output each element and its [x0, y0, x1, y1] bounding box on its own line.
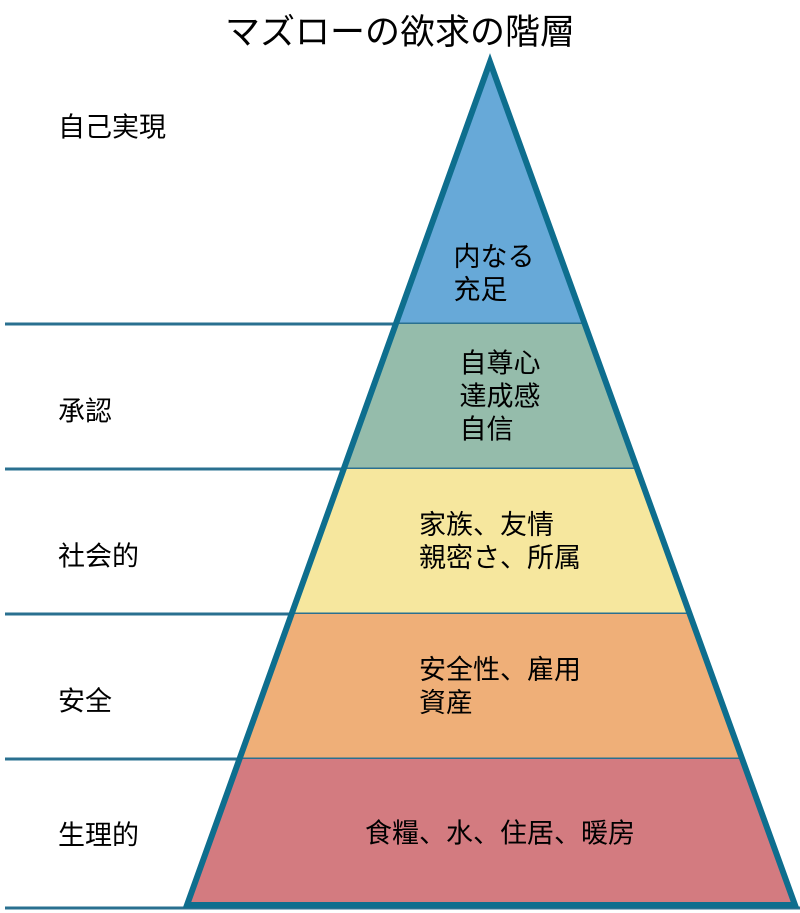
tier-level-label: 安全 — [58, 686, 112, 717]
pyramid-outline — [182, 53, 800, 908]
pyramid-tier-0 — [395, 62, 585, 324]
tier-level-label: 生理的 — [58, 820, 139, 852]
tier-description-line: 資産 — [419, 687, 473, 719]
tier-level-label: 社会的 — [58, 541, 139, 572]
diagram-title: マズローの欲求の階層 — [224, 13, 575, 53]
tier-description-line: 自信 — [459, 414, 514, 445]
tier-description: 安全性、雇用資産 — [419, 654, 581, 720]
tier-description-line: 食糧、水、住居、暖房 — [365, 818, 635, 850]
pyramid-tier-1 — [343, 324, 638, 469]
tier-description: 内なる充足 — [454, 241, 535, 307]
tier-description: 自尊心達成感自信 — [460, 347, 541, 446]
tier-description-line: 親密さ、所属 — [419, 542, 581, 574]
tier-description: 食糧、水、住居、暖房 — [365, 818, 635, 851]
tier-description-line: 安全性、雇用 — [419, 654, 581, 686]
tier-level-label: 自己実現 — [58, 112, 166, 144]
pyramid-tier-2 — [291, 469, 690, 614]
pyramid-tier-3 — [239, 614, 743, 759]
tier-description-line: 家族、友情 — [419, 509, 554, 541]
tier-description-line: 達成感 — [459, 381, 541, 412]
pyramid-tier-4 — [187, 759, 795, 905]
tier-description: 家族、友情親密さ、所属 — [419, 509, 581, 575]
tier-description-line: 内なる — [453, 242, 535, 273]
tier-description-line: 自尊心 — [459, 348, 541, 379]
tier-description-line: 充足 — [453, 275, 508, 306]
tier-level-label: 承認 — [58, 396, 112, 427]
